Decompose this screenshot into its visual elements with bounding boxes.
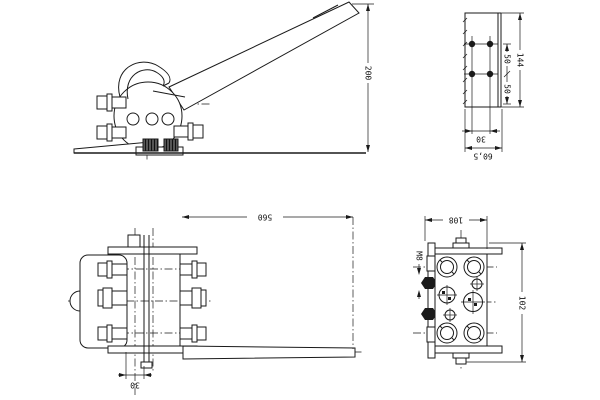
screw-middle-right: [461, 290, 485, 314]
top-view: 560 30: [68, 213, 362, 395]
bottom-bolt-head: [455, 357, 467, 365]
dim-label-50-bottom: 50: [503, 84, 512, 94]
hook-tip: [162, 82, 170, 87]
dim-top-length: 560: [182, 213, 354, 349]
bolt-left-lower: [96, 123, 127, 142]
pivot-hole: [126, 112, 140, 126]
bolt-head-top-left: [436, 256, 458, 278]
bolt-hole: [486, 70, 494, 78]
dim-top-clamp-width: 30: [118, 352, 152, 390]
dim-label-60-5: 60,5: [473, 152, 492, 161]
bottom-bolt-washer: [452, 352, 470, 359]
dim-back-width: 108: [424, 216, 488, 249]
top-bolt-washer: [452, 242, 470, 249]
back-view: 108 102 M8: [413, 216, 527, 370]
hook-outer-curve: [118, 61, 171, 98]
nut-silhouette: [421, 277, 437, 289]
bolt-left-top: [97, 260, 128, 279]
base-nut: [142, 138, 159, 152]
nut-silhouette: [421, 308, 437, 320]
dim-label-102: 102: [518, 296, 527, 311]
bolt-hole: [468, 70, 476, 78]
plate-view: 50 50 144 30 60,5: [462, 12, 525, 161]
jaw-nose: [69, 290, 81, 312]
bolt-right-lower: [173, 122, 204, 141]
dim-plate-height: 144: [499, 12, 525, 108]
clamp-foot: [140, 361, 153, 369]
dim-back-height: 102: [466, 242, 527, 363]
screw-small-upper: [470, 277, 484, 291]
bolt-right-bottom: [179, 324, 207, 343]
screw-small-lower: [443, 308, 457, 322]
base-bar: [135, 146, 184, 156]
bolt-hole: [468, 40, 476, 48]
dim-plate-hole-spacing: 30: [462, 129, 500, 144]
side-view: 200: [73, 1, 374, 162]
dim-label-50-top: 50: [503, 54, 512, 64]
pivot-hole: [145, 112, 159, 126]
dim-label-30-top-view: 30: [130, 381, 140, 390]
handle-end-cut: [312, 4, 339, 19]
bottom-flange: [434, 345, 503, 354]
top-flange: [434, 247, 503, 255]
bolt-left-bottom: [97, 324, 128, 343]
clamp-tab: [127, 234, 141, 248]
base-nut: [163, 138, 179, 152]
bolt-head-top-right: [463, 256, 485, 278]
dim-label-30: 30: [476, 135, 486, 144]
dim-label-108: 108: [449, 216, 464, 225]
thread-label-m8: M8: [415, 251, 424, 261]
bolt-head-bottom-right: [463, 322, 485, 344]
bolt-right-top: [179, 260, 207, 279]
top-cross-bar: [107, 246, 198, 255]
lever-handle: [168, 1, 360, 111]
thread-callout: M8: [415, 251, 424, 299]
dim-label-560: 560: [258, 213, 273, 222]
hook-inner-curve: [126, 69, 165, 100]
dim-plate-width: 60,5: [464, 109, 503, 161]
plate-outline: [464, 12, 499, 108]
dim-label-144: 144: [516, 53, 525, 68]
pivot-hole: [161, 112, 175, 126]
dim-side-height: 200: [352, 3, 374, 152]
screw-middle-left: [437, 285, 457, 305]
bolt-left-upper: [96, 93, 127, 112]
bolt-head-bottom-left: [436, 322, 458, 344]
bolt-left-middle: [97, 287, 128, 309]
handle-plan: [182, 345, 356, 360]
dim-label-200: 200: [364, 66, 373, 81]
bolt-right-middle: [179, 287, 207, 309]
dim-plate-pitch: 50 50: [503, 43, 512, 105]
clevis-line: [152, 90, 186, 98]
bolt-hole: [486, 40, 494, 48]
